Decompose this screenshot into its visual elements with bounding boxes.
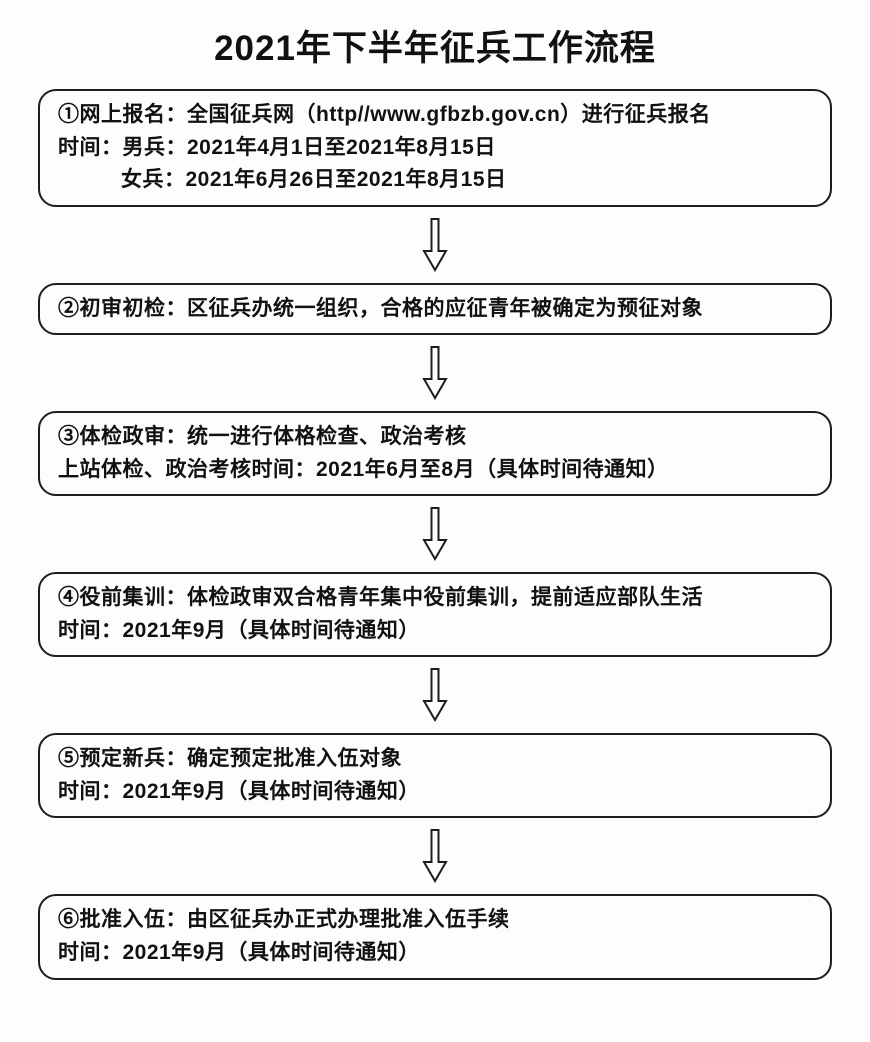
flow-step-4-pre-service-training: ④役前集训：体检政审双合格青年集中役前集训，提前适应部队生活 时间：2021年9… xyxy=(38,572,832,658)
flow-step-2-initial-review: ②初审初检：区征兵办统一组织，合格的应征青年被确定为预征对象 xyxy=(38,282,832,336)
step-line: ③体检政审：统一进行体格检查、政治考核 xyxy=(58,425,467,449)
step-line: 上站体检、政治考核时间：2021年6月至8月（具体时间待通知） xyxy=(58,457,669,481)
step-line: 时间：男兵：2021年4月1日至2021年8月15日 xyxy=(58,135,496,159)
step-line: ①网上报名：全国征兵网（http//www.gfbzb.gov.cn）进行征兵报… xyxy=(58,103,711,126)
arrow-down-icon xyxy=(38,217,832,272)
step-line: ⑥批准入伍：由区征兵办正式办理批准入伍手续 xyxy=(58,908,510,932)
arrow-down-icon xyxy=(38,507,832,562)
arrow-down-icon xyxy=(38,668,832,723)
arrow-down-icon xyxy=(38,829,832,884)
step-line: ⑤预定新兵：确定预定批准入伍对象 xyxy=(58,747,402,771)
flow-step-5-preselected-recruits: ⑤预定新兵：确定预定批准入伍对象 时间：2021年9月（具体时间待通知） xyxy=(38,733,832,819)
step-line: 时间：2021年9月（具体时间待通知） xyxy=(58,779,420,803)
flow-step-3-physical-political-exam: ③体检政审：统一进行体格检查、政治考核 上站体检、政治考核时间：2021年6月至… xyxy=(38,411,832,497)
step-line: 时间：2021年9月（具体时间待通知） xyxy=(58,941,420,965)
arrow-down-icon xyxy=(38,346,832,401)
page-title: 2021年下半年征兵工作流程 xyxy=(214,29,656,68)
flow-step-1-online-registration: ①网上报名：全国征兵网（http//www.gfbzb.gov.cn）进行征兵报… xyxy=(38,89,832,207)
step-line: ②初审初检：区征兵办统一组织，合格的应征青年被确定为预征对象 xyxy=(58,296,703,320)
step-line: ④役前集训：体检政审双合格青年集中役前集训，提前适应部队生活 xyxy=(58,586,703,610)
step-line: 女兵：2021年6月26日至2021年8月15日 xyxy=(121,168,507,192)
step-line: 时间：2021年9月（具体时间待通知） xyxy=(58,618,420,642)
flow-step-6-approved-enlistment: ⑥批准入伍：由区征兵办正式办理批准入伍手续 时间：2021年9月（具体时间待通知… xyxy=(38,894,832,980)
